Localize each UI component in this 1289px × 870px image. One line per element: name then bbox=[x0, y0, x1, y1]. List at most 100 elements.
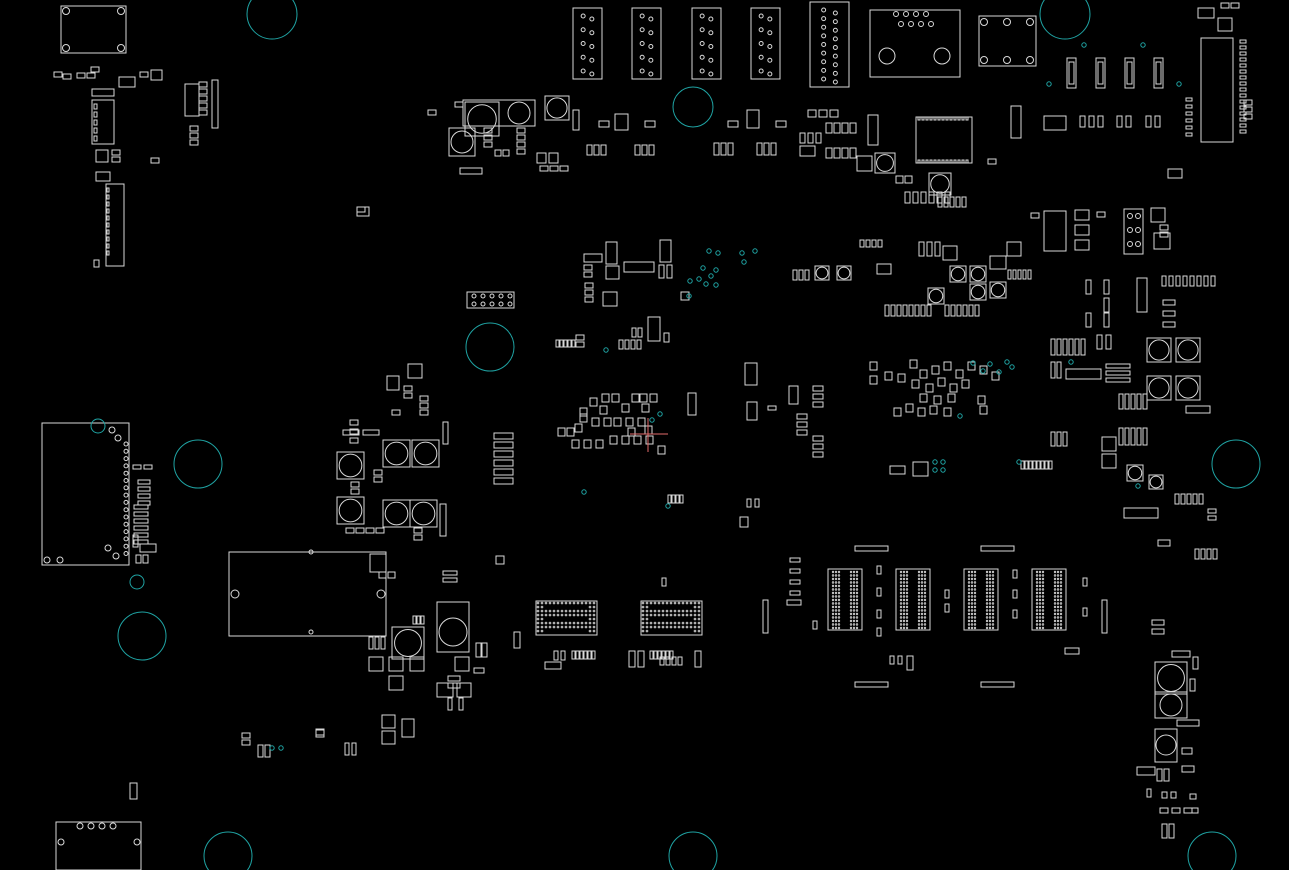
memory-pad bbox=[917, 605, 921, 609]
connector-pin bbox=[699, 27, 705, 33]
component-outline bbox=[1101, 453, 1117, 469]
memory-pad bbox=[923, 588, 927, 591]
smd-pad bbox=[746, 498, 752, 508]
via bbox=[741, 259, 747, 265]
memory-pad bbox=[849, 591, 853, 595]
bga-pad bbox=[681, 621, 685, 625]
component-outline bbox=[659, 239, 672, 263]
smd-pad bbox=[1203, 275, 1209, 287]
smd-pad bbox=[812, 451, 824, 458]
connector-pin bbox=[580, 27, 586, 33]
bga-pad bbox=[572, 621, 576, 625]
smd-pad bbox=[137, 500, 151, 506]
memory-pad bbox=[837, 623, 841, 626]
smd-chip bbox=[613, 417, 622, 427]
inductor-outline bbox=[927, 287, 945, 305]
connector-pin bbox=[589, 16, 595, 22]
smd-pad bbox=[1239, 57, 1247, 62]
smd-pad bbox=[933, 116, 937, 121]
memory-pad bbox=[852, 623, 856, 626]
smd-chip bbox=[516, 148, 526, 155]
smd-chip bbox=[198, 109, 208, 116]
smd-pad bbox=[560, 650, 566, 661]
smd-chip bbox=[583, 264, 593, 271]
connector-pin bbox=[108, 426, 116, 434]
smd-pad bbox=[447, 675, 461, 682]
memory-pad bbox=[1041, 591, 1045, 595]
memory-pad bbox=[923, 619, 927, 623]
smd-chip bbox=[977, 395, 986, 405]
bga-pad bbox=[588, 601, 592, 605]
smd-pad bbox=[493, 441, 514, 449]
smd-pad bbox=[559, 339, 564, 348]
smd-pad bbox=[945, 159, 949, 164]
bga-pad bbox=[540, 613, 544, 617]
smd-pad bbox=[442, 577, 458, 583]
connector-pin bbox=[123, 485, 129, 491]
bga-pad bbox=[665, 625, 669, 629]
smd-pad bbox=[950, 304, 956, 317]
memory-pad bbox=[1038, 612, 1042, 616]
memory-pad bbox=[1053, 616, 1057, 619]
connector-pin bbox=[648, 71, 654, 77]
component-outline bbox=[744, 362, 758, 386]
smd-chip bbox=[1030, 212, 1040, 219]
bga-pad bbox=[681, 609, 685, 613]
header-pin bbox=[489, 301, 495, 307]
smd-chip bbox=[991, 371, 1000, 381]
memory-pad bbox=[988, 595, 992, 598]
drill-hole-layer bbox=[90, 0, 1261, 870]
smd-pad bbox=[956, 304, 962, 317]
memory-pad bbox=[855, 602, 859, 605]
component-outline bbox=[1171, 650, 1191, 658]
component-outline bbox=[211, 79, 219, 129]
memory-pad bbox=[1056, 577, 1060, 581]
qfn-ic-outline bbox=[915, 116, 973, 164]
memory-pad bbox=[973, 605, 977, 609]
smd-pad bbox=[1050, 338, 1056, 356]
inductor-outline bbox=[874, 152, 896, 174]
memory-pad bbox=[973, 626, 977, 630]
component-outline bbox=[912, 461, 929, 477]
inductor-body bbox=[1177, 339, 1199, 361]
smd-chip bbox=[601, 393, 610, 403]
smd-chip bbox=[189, 125, 199, 132]
memory-pad bbox=[905, 588, 909, 591]
header-pin bbox=[1155, 61, 1162, 85]
component-outline bbox=[442, 421, 449, 445]
smd-pad bbox=[804, 269, 810, 281]
connector-pin bbox=[589, 57, 595, 63]
memory-pad bbox=[967, 612, 971, 616]
bga-pad bbox=[580, 621, 584, 625]
memory-pad bbox=[1053, 598, 1057, 602]
module-pin bbox=[376, 589, 386, 599]
smd-chip bbox=[641, 403, 650, 413]
smd-pad bbox=[1171, 807, 1181, 814]
smd-pad bbox=[481, 642, 488, 658]
component-outline bbox=[989, 255, 1007, 270]
smd-pad bbox=[349, 437, 359, 444]
smd-pad bbox=[833, 122, 841, 134]
smd-pad bbox=[587, 650, 592, 660]
memory-pad bbox=[1053, 609, 1057, 612]
bga-pad bbox=[697, 605, 701, 609]
bga-pad bbox=[685, 613, 689, 617]
smd-pad bbox=[841, 147, 849, 159]
component-outline bbox=[644, 120, 656, 128]
smd-pad bbox=[447, 697, 453, 711]
smd-pad bbox=[1168, 275, 1174, 287]
component-outline bbox=[647, 316, 661, 342]
bga-pad bbox=[661, 625, 665, 629]
smd-chip bbox=[391, 409, 401, 416]
memory-pad bbox=[852, 581, 856, 584]
memory-pad bbox=[1038, 616, 1042, 619]
smd-pad bbox=[1194, 548, 1200, 560]
smd-pad bbox=[812, 620, 818, 630]
inductor-outline bbox=[1126, 464, 1144, 482]
memory-pad bbox=[1053, 626, 1057, 630]
memory-pad bbox=[849, 619, 853, 623]
memory-pad bbox=[855, 588, 859, 591]
bga-pad bbox=[641, 601, 645, 605]
smd-chip bbox=[645, 435, 654, 445]
